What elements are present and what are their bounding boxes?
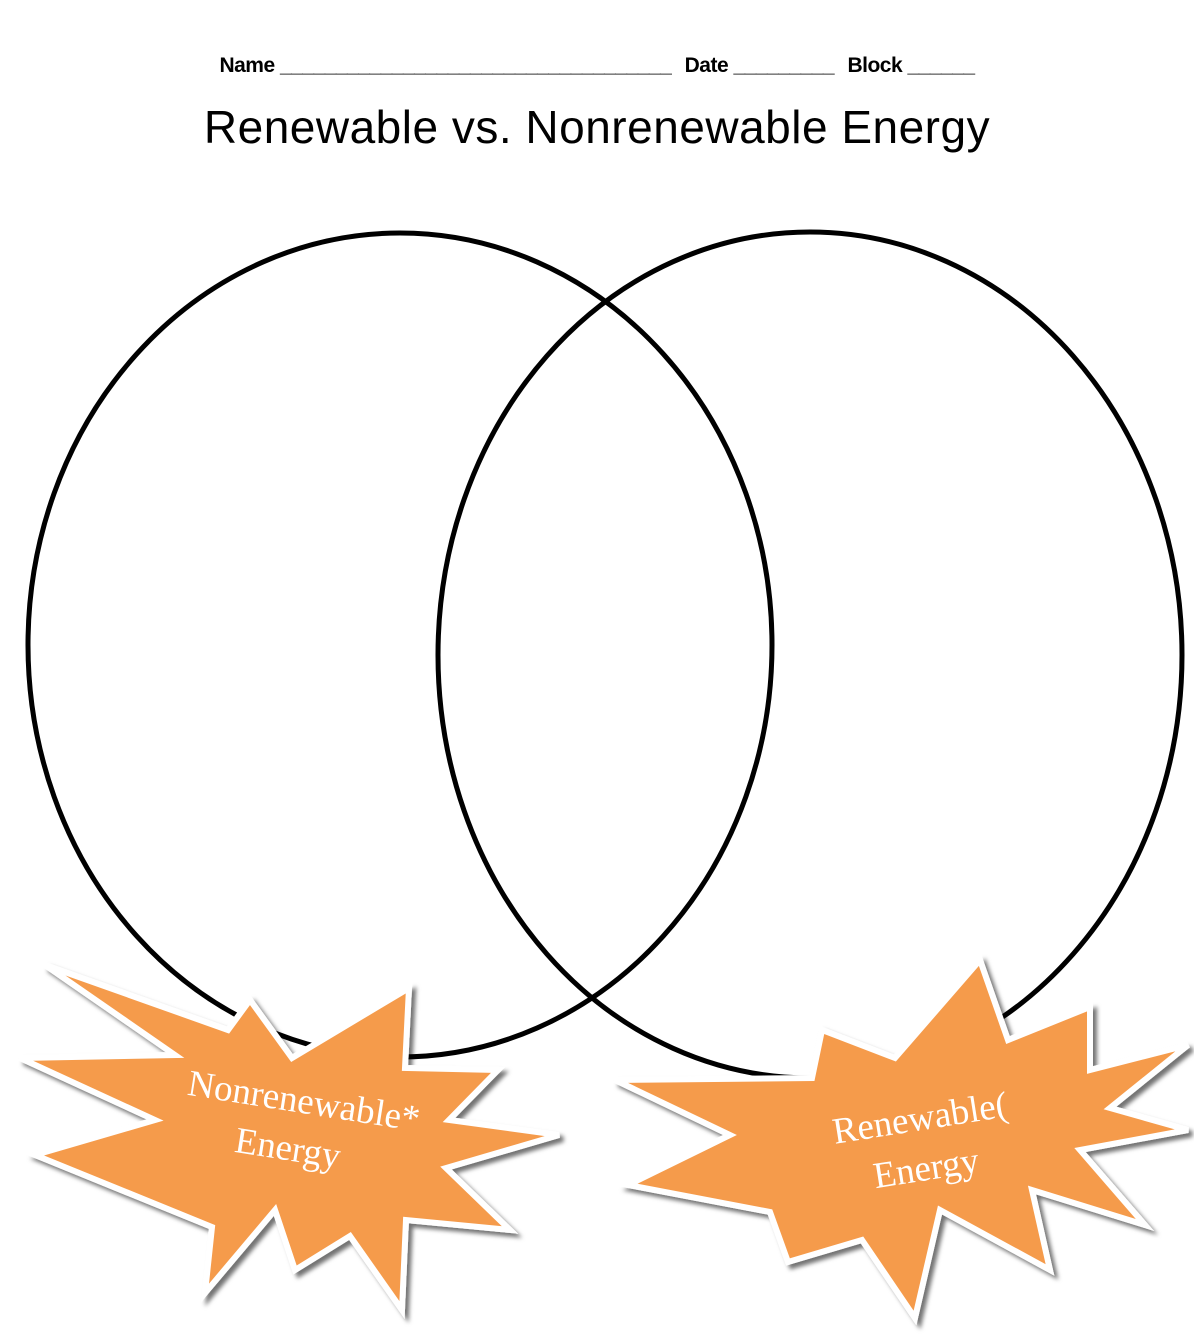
left-starburst: Nonrenewable* Energy <box>18 962 560 1319</box>
block-label: Block <box>847 54 903 77</box>
student-info-line: Name ___________________________________… <box>0 54 1194 78</box>
name-label: Name <box>219 54 275 77</box>
right-venn-circle[interactable] <box>435 229 1185 1081</box>
date-blank[interactable]: _________ <box>733 54 835 77</box>
date-label: Date <box>684 54 729 77</box>
right-starburst: Renewable( Energy <box>613 954 1190 1326</box>
page-title: Renewable vs. Nonrenewable Energy <box>203 101 991 153</box>
left-starburst-shape <box>18 962 560 1319</box>
name-blank[interactable]: ___________________________________ <box>279 54 672 77</box>
right-starburst-shape <box>613 954 1190 1326</box>
left-venn-circle[interactable] <box>25 230 775 1060</box>
block-blank[interactable]: ______ <box>907 54 975 77</box>
